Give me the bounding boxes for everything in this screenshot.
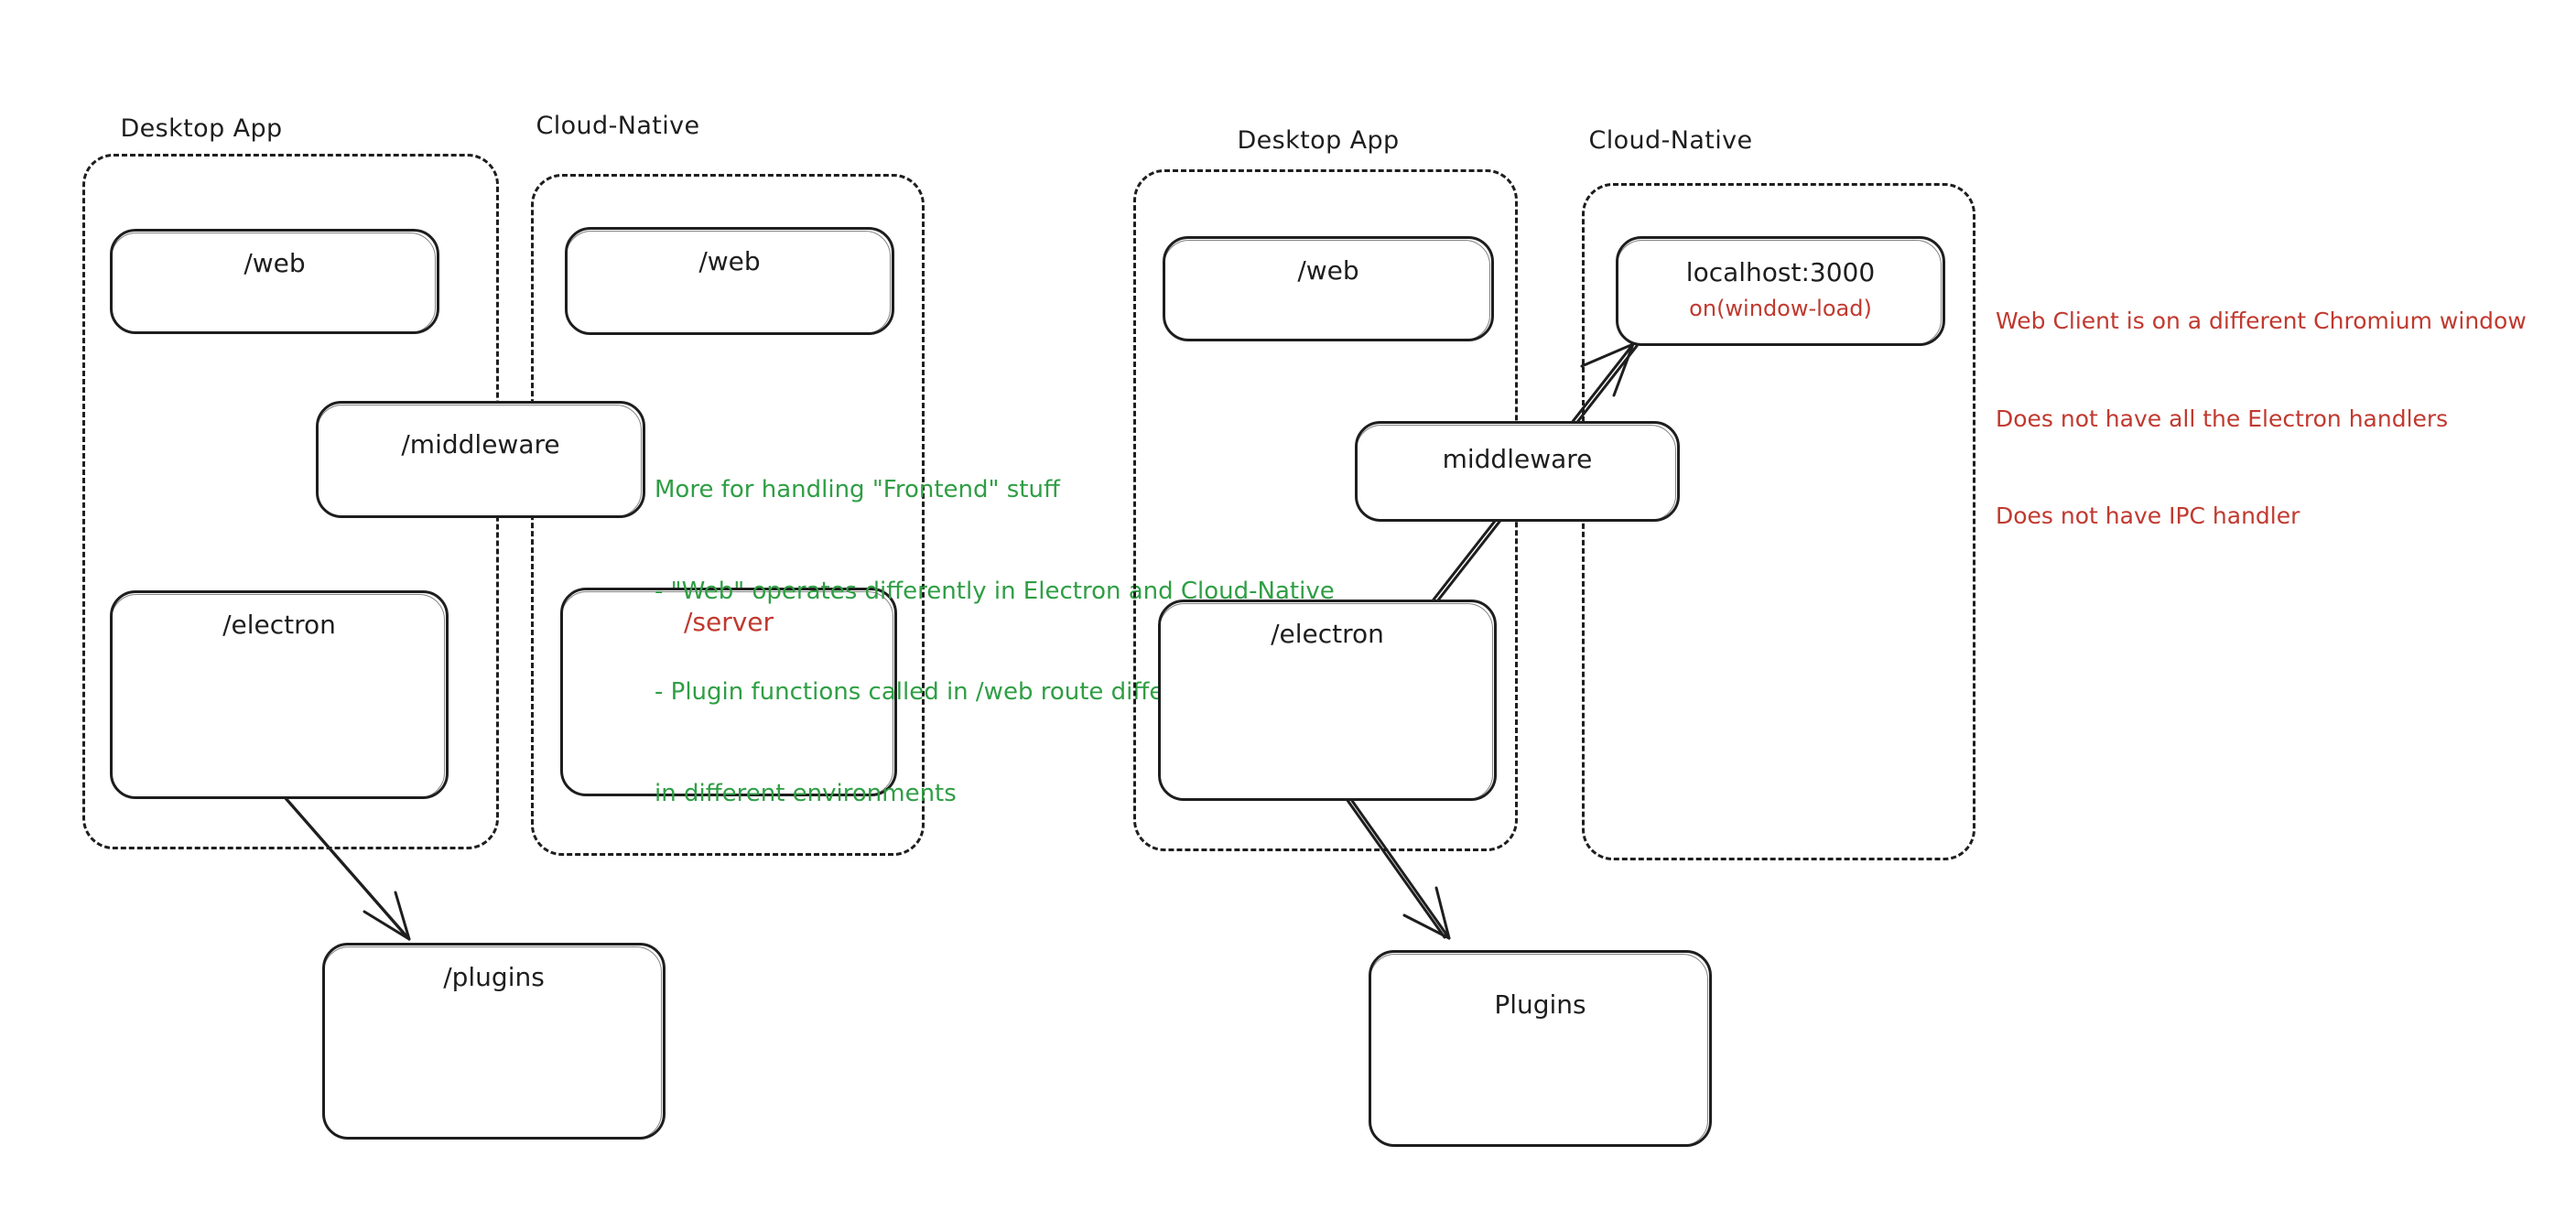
node-plugins-left[interactable]: /plugins xyxy=(322,943,666,1140)
group-label-cloud-native-left: Cloud-Native xyxy=(536,112,700,140)
node-localhost-3000[interactable]: localhost:3000 on(window-load) xyxy=(1616,236,1945,346)
node-label: /electron xyxy=(1271,619,1384,649)
annotation-line-2: Does not have all the Electron handlers xyxy=(1996,405,2449,432)
annotation-line-4: in different environments xyxy=(655,779,957,807)
node-server-left[interactable]: /server xyxy=(560,588,897,796)
node-label: /web xyxy=(1297,255,1359,286)
group-frame-cloud-native-right xyxy=(1582,183,1975,860)
node-label: localhost:3000 xyxy=(1685,257,1876,287)
node-label: /web xyxy=(698,246,761,276)
node-label: Plugins xyxy=(1494,989,1586,1020)
node-web-desktop-left[interactable]: /web xyxy=(110,229,439,334)
node-label: /middleware xyxy=(401,429,560,459)
node-middleware-left[interactable]: /middleware xyxy=(316,401,645,518)
annotation-frontend-notes: More for handling "Frontend" stuff - "We… xyxy=(655,405,1335,879)
node-label: /electron xyxy=(222,610,336,640)
node-web-cloud-left[interactable]: /web xyxy=(565,227,894,335)
group-label-desktop-app-right: Desktop App xyxy=(1237,126,1400,155)
node-plugins-right[interactable]: Plugins xyxy=(1369,950,1712,1147)
annotation-line-1: Web Client is on a different Chromium wi… xyxy=(1996,308,2527,334)
group-label-cloud-native-right: Cloud-Native xyxy=(1588,126,1753,155)
node-middleware-right[interactable]: middleware xyxy=(1355,421,1680,522)
annotation-web-client-notes: Web Client is on a different Chromium wi… xyxy=(1996,240,2527,598)
node-label: /server xyxy=(683,607,774,637)
node-sublabel-on-window-load: on(window-load) xyxy=(1689,296,1872,321)
node-label: middleware xyxy=(1442,444,1593,474)
group-label-desktop-app-left: Desktop App xyxy=(120,114,283,143)
node-label: /web xyxy=(244,248,306,278)
node-label: /plugins xyxy=(443,962,545,992)
node-electron-left[interactable]: /electron xyxy=(110,590,449,799)
node-electron-right[interactable]: /electron xyxy=(1158,600,1497,801)
annotation-line-3: Does not have IPC handler xyxy=(1996,503,2300,529)
annotation-line-1: More for handling "Frontend" stuff xyxy=(655,475,1060,503)
node-web-desktop-right[interactable]: /web xyxy=(1163,236,1494,341)
